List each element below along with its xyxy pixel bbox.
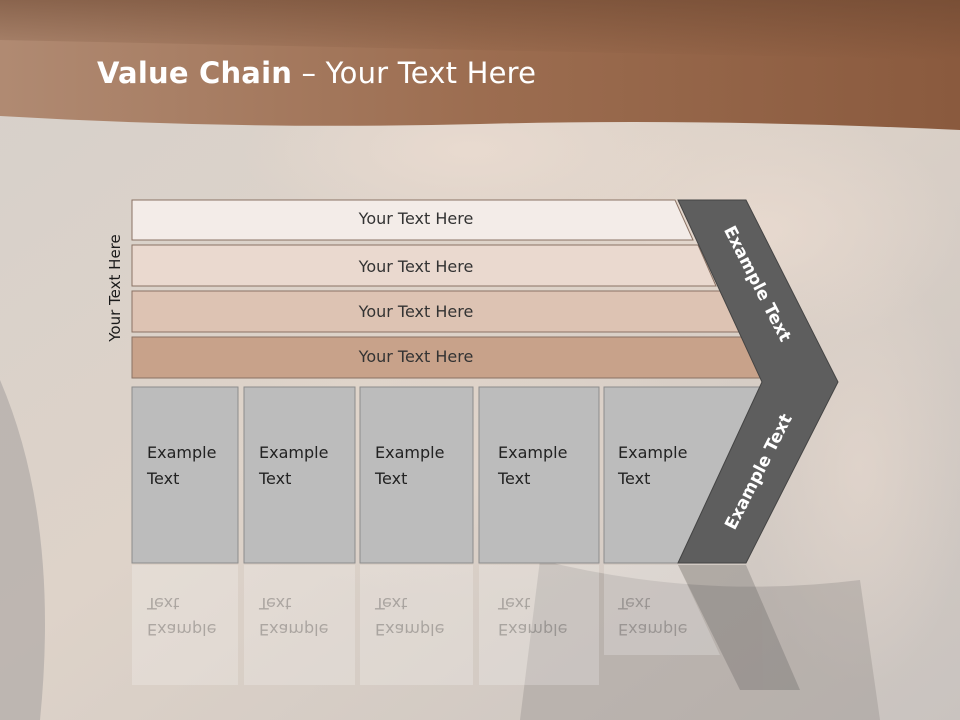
title-rest: – Your Text Here bbox=[292, 56, 537, 90]
column-box-3 bbox=[359, 386, 474, 564]
column-box-4 bbox=[478, 386, 600, 564]
column-boxes bbox=[131, 386, 761, 564]
title-bold: Value Chain bbox=[97, 56, 293, 90]
side-label: Your Text Here bbox=[106, 234, 124, 342]
row-label-3: Your Text Here bbox=[358, 302, 474, 321]
row-label-1: Your Text Here bbox=[358, 209, 474, 228]
row-label-2: Your Text Here bbox=[358, 257, 474, 276]
column-text-3-line1: Example bbox=[375, 443, 445, 462]
column-text-3-line2: Text bbox=[375, 469, 408, 488]
row-label-4: Your Text Here bbox=[358, 347, 474, 366]
chevron-arrow bbox=[677, 199, 839, 564]
column-text-4-line1: Example bbox=[498, 443, 568, 462]
column-text-1-line2: Text bbox=[147, 469, 180, 488]
row-bars bbox=[131, 199, 765, 379]
column-text-1-line1: Example bbox=[147, 443, 217, 462]
column-box-1 bbox=[131, 386, 239, 564]
row-bar-2 bbox=[131, 244, 717, 287]
column-text-5-line1: Example bbox=[618, 443, 688, 462]
column-box-2 bbox=[243, 386, 356, 564]
column-text-2-line1: Example bbox=[259, 443, 329, 462]
column-text-2-line2: Text bbox=[259, 469, 292, 488]
column-text-4-line2: Text bbox=[498, 469, 531, 488]
column-text-5-line2: Text bbox=[618, 469, 651, 488]
slide-title: Value Chain – Your Text Here bbox=[97, 56, 536, 90]
row-bar-1 bbox=[131, 199, 694, 241]
